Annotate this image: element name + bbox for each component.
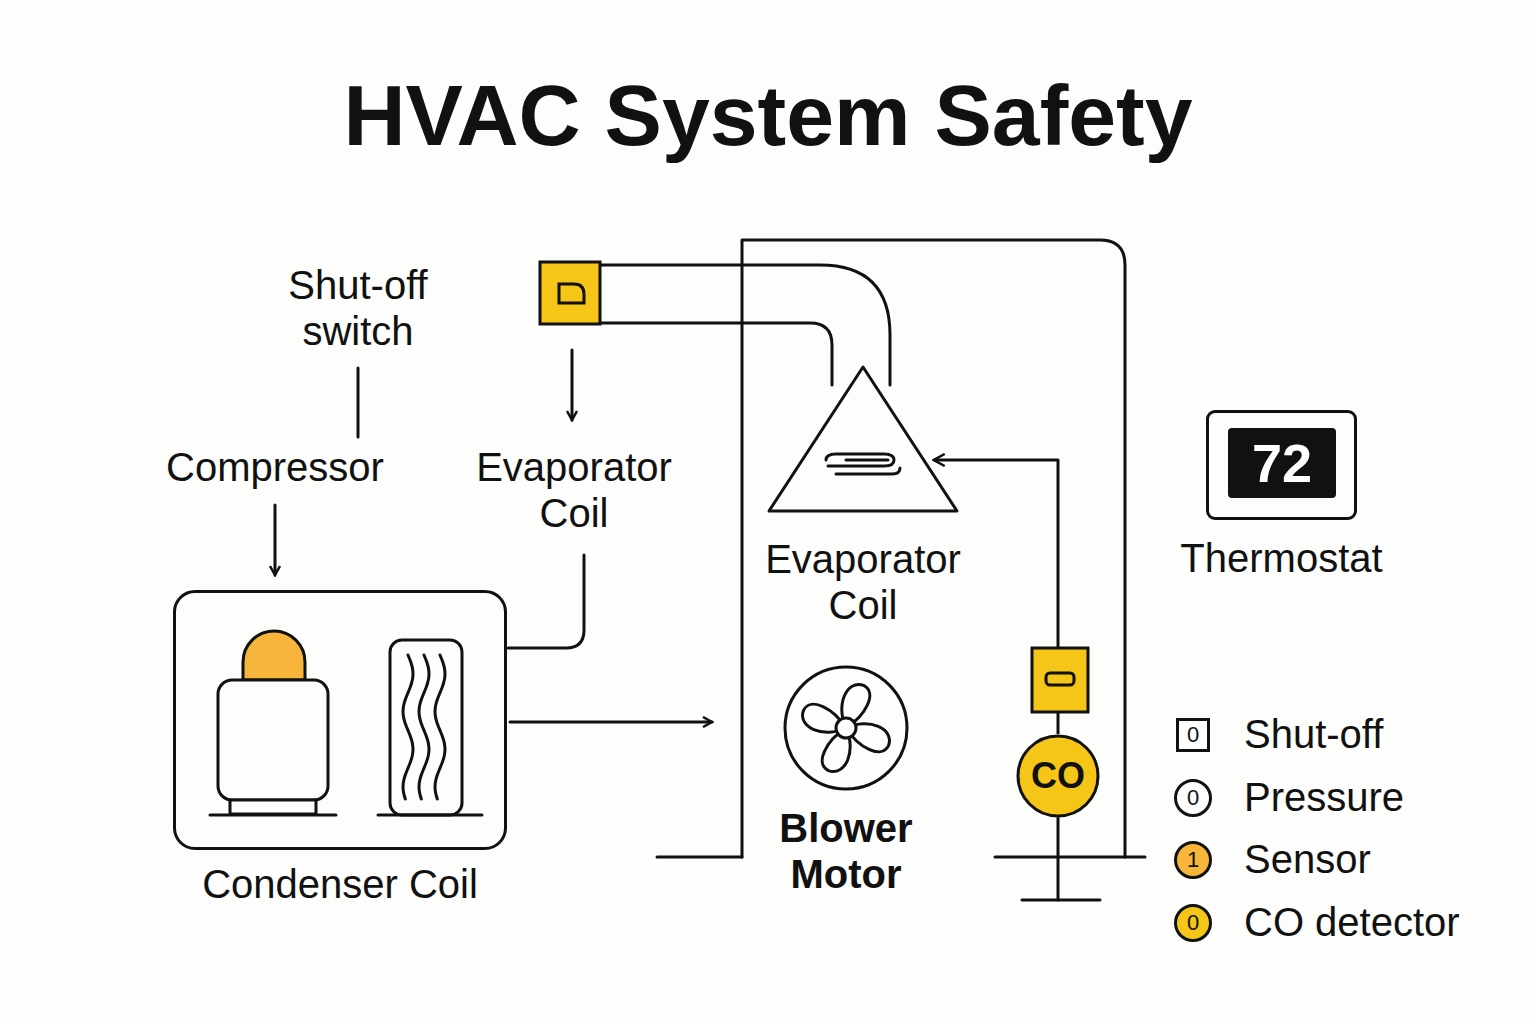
legend-circle: 0 <box>1174 904 1212 942</box>
evaporator-coil: Evaporator Coil <box>766 364 960 514</box>
node-label: Condenser Coil <box>202 861 478 907</box>
legend-text: Sensor <box>1244 836 1371 882</box>
coil-wave <box>435 655 445 799</box>
node-label: Thermostat <box>1180 535 1382 581</box>
node-label: Blower Motor <box>746 805 946 897</box>
floor-line <box>995 856 1145 859</box>
refrigerant-line <box>508 555 584 648</box>
legend-text: Shut-off <box>1244 711 1383 757</box>
floor-line <box>657 856 742 859</box>
pointer-arrow <box>571 350 574 420</box>
triangle-outline <box>769 367 957 511</box>
compressor-dome <box>243 631 305 680</box>
base-line <box>378 814 482 817</box>
fan-hub <box>836 718 856 738</box>
condenser-coil-shape <box>390 640 462 815</box>
shutoff-switch-icon <box>540 262 600 324</box>
legend-circle: 1 <box>1174 841 1212 879</box>
coil-wave <box>403 655 413 799</box>
coil-wave <box>419 655 429 799</box>
title: HVAC System Safety <box>0 66 1536 165</box>
legend-text: Pressure <box>1244 774 1404 820</box>
legend-text: CO detector <box>1244 899 1460 945</box>
legend-digit: 1 <box>1187 847 1199 873</box>
evaporator-coil-outline <box>766 364 960 514</box>
coil-waves <box>403 655 445 799</box>
part-label: Evaporator Coil <box>454 444 694 536</box>
legend-digit: 0 <box>1187 910 1199 936</box>
duct-line <box>600 265 890 385</box>
legend-circle: 0 <box>1174 779 1212 817</box>
duct-line <box>600 323 832 385</box>
sensor-box <box>1032 648 1088 712</box>
pointer-arrow <box>274 505 277 575</box>
temperature-display: 72 <box>1228 428 1336 498</box>
sensor-glyph <box>1046 673 1074 685</box>
coil-symbol <box>826 454 900 474</box>
legend-digit: 0 <box>1187 785 1199 811</box>
leader-line <box>357 368 360 437</box>
legend-digit: 0 <box>1187 722 1199 748</box>
fan-housing <box>785 667 907 789</box>
legend-square: 0 <box>1176 718 1210 752</box>
compressor-tank <box>218 680 328 800</box>
switch-glyph <box>559 284 584 303</box>
blower-motor-outline <box>783 665 909 791</box>
node-label: Evaporator Coil <box>743 536 983 628</box>
detector-label: CO <box>1016 734 1100 818</box>
part-label: Shut-off switch <box>248 262 468 354</box>
flow-arrow <box>510 721 712 724</box>
condenser-unit: Condenser Coil <box>173 590 507 850</box>
thermostat: 72Thermostat <box>1206 410 1357 520</box>
detector-stem <box>1057 818 1060 900</box>
air-handler-frame <box>742 240 1125 857</box>
co-detector: CO <box>1016 734 1100 818</box>
compressor-base <box>230 800 316 814</box>
base-line <box>210 814 336 817</box>
blower-motor: Blower Motor <box>783 665 909 791</box>
part-label: Compressor <box>166 444 384 490</box>
detector-base <box>1022 899 1100 902</box>
